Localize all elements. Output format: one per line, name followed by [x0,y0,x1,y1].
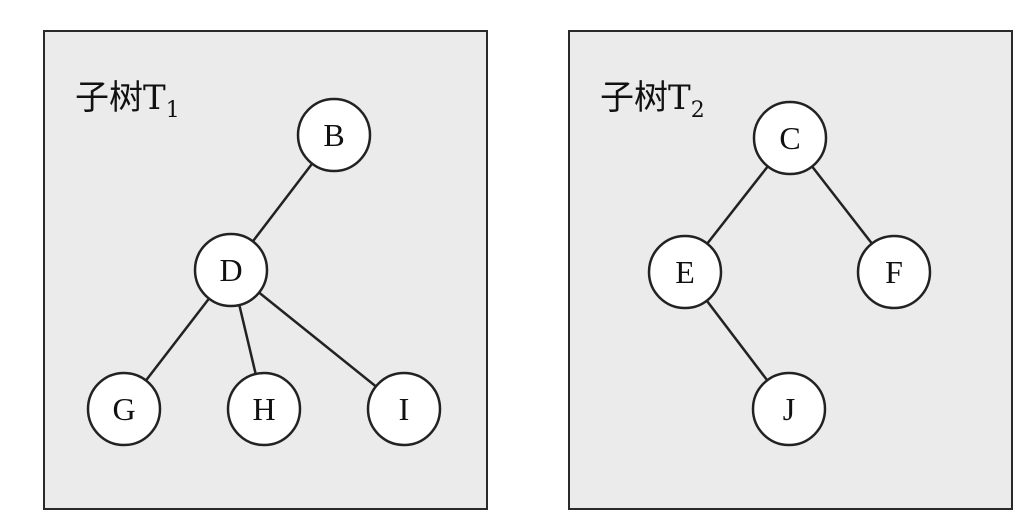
tree-node-label: J [783,391,795,427]
tree-node-label: C [779,120,800,156]
subtree-t1-title-subscript: 1 [165,98,180,123]
subtree-t2-title: 子树T2 [600,70,705,123]
subtree-t1-title-main: 子树T [75,78,166,118]
subtree-t1-graph: B D G H I [86,97,442,447]
tree-node-b: B [296,97,372,173]
tree-node-j: J [751,371,827,447]
tree-node-e: E [647,234,723,310]
subtree-t2-title-subscript: 2 [690,98,705,123]
tree-node-f: F [856,234,932,310]
tree-node-h: H [226,371,302,447]
subtree-t2-panel: 子树T2 C E F J [568,30,1013,510]
tree-node-label: E [675,254,695,290]
subtree-t1-panel: 子树T1 B D G H I [43,30,488,510]
tree-node-label: G [112,391,135,427]
subtree-t1-title: 子树T1 [75,70,180,123]
tree-node-label: D [219,252,242,288]
tree-node-label: B [323,117,344,153]
tree-node-i: I [366,371,442,447]
subtree-t2-title-main: 子树T [600,78,691,118]
tree-node-c: C [752,100,828,176]
tree-node-label: F [885,254,903,290]
tree-node-label: H [252,391,275,427]
tree-node-d: D [193,232,269,308]
subtree-t2-graph: C E F J [647,100,932,447]
tree-node-g: G [86,371,162,447]
tree-node-label: I [399,391,410,427]
